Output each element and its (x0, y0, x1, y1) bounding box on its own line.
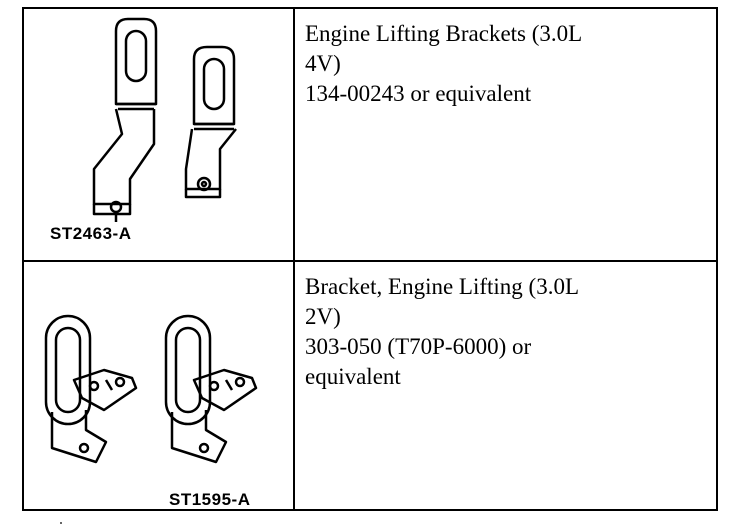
tool-part-number: 303-050 (T70P-6000) or (305, 334, 532, 359)
tool-description: Engine Lifting Brackets (3.0L 4V) 134-00… (305, 19, 665, 109)
tool-illustration-cell: ST1595-A (24, 262, 293, 509)
tool-description: Bracket, Engine Lifting (3.0L 2V) 303-05… (305, 272, 665, 392)
tool-name-line: 2V) (305, 304, 341, 329)
tool-illustration-cell: ST2463-A (24, 9, 293, 260)
illustration-code: ST2463-A (50, 224, 132, 243)
tool-row: ST1595-A Bracket, Engine Lifting (3.0L 2… (24, 262, 716, 509)
column-divider (293, 9, 295, 509)
scan-artifact (60, 522, 62, 524)
tool-name-line: 4V) (305, 51, 341, 76)
engine-lifting-bracket-illustration (44, 314, 258, 464)
tool-part-number: equivalent (305, 364, 401, 389)
tool-name-line: Engine Lifting Brackets (3.0L (305, 21, 583, 46)
tool-row: ST2463-A Engine Lifting Brackets (3.0L 4… (24, 9, 716, 262)
tool-name-line: Bracket, Engine Lifting (3.0L (305, 274, 580, 299)
illustration-code: ST1595-A (169, 490, 251, 509)
engine-lifting-brackets-illustration (92, 17, 237, 222)
tool-part-number: 134-00243 or equivalent (305, 81, 532, 106)
special-tools-table: ST2463-A Engine Lifting Brackets (3.0L 4… (22, 7, 718, 511)
